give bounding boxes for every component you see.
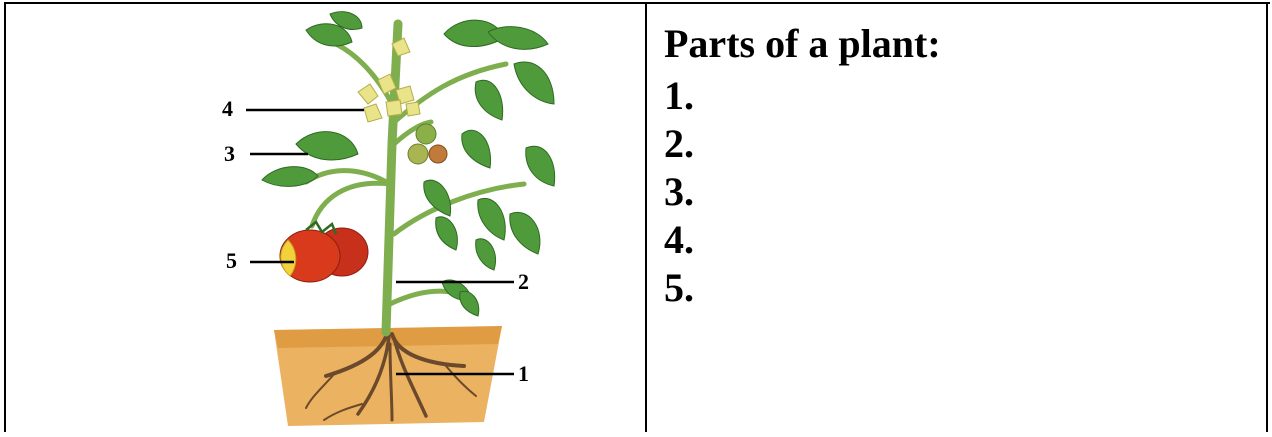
- worksheet-title: Parts of a plant:: [664, 22, 941, 66]
- diagram-label-1: 1: [518, 361, 529, 386]
- blank-item-1: 1.: [664, 74, 694, 118]
- blank-item-4: 4.: [664, 218, 694, 262]
- blank-item-5: 5.: [664, 266, 694, 310]
- diagram-label-5: 5: [226, 248, 237, 273]
- table-border-right: [1266, 2, 1268, 432]
- ripe-tomatoes: [280, 222, 368, 282]
- diagram-label-4: 4: [222, 96, 233, 121]
- flowers: [358, 38, 420, 122]
- diagram-label-2: 2: [518, 269, 529, 294]
- blank-item-3: 3.: [664, 170, 694, 214]
- answer-list-cell: Parts of a plant: 1. 2. 3. 4. 5.: [650, 4, 1266, 432]
- plant-diagram-cell: 4 3 5 2 1: [6, 4, 644, 432]
- diagram-label-3: 3: [224, 141, 235, 166]
- main-stem: [386, 24, 398, 332]
- blank-item-2: 2.: [664, 122, 694, 166]
- table-border-divider: [645, 2, 647, 432]
- plant-diagram: 4 3 5 2 1: [6, 4, 644, 432]
